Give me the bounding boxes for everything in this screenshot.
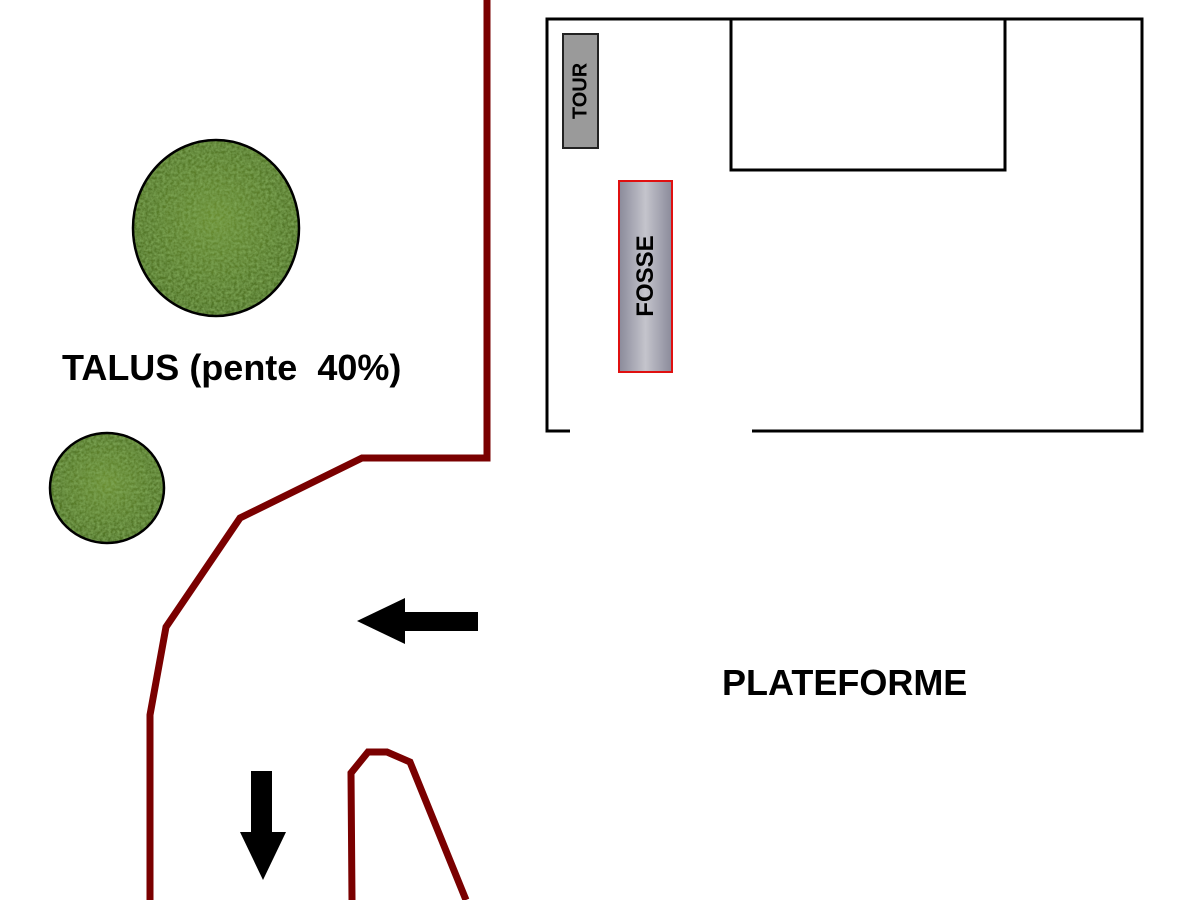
grass-circle-outline [131,138,301,318]
arrow-down-icon [240,771,286,880]
tree-large [131,138,301,318]
arrow-left-head [357,598,405,644]
arrow-left-shaft [398,612,478,631]
tour-label: TOUR [570,62,592,119]
talus-label: TALUS (pente 40%) [62,347,401,388]
plateforme-label: PLATEFORME [722,662,967,703]
fosse-element: FOSSE [618,180,673,373]
site-boundary [146,0,491,900]
fosse-pit [618,180,673,373]
grass-circle-icon [133,140,299,316]
tour-element: TOUR [562,33,599,149]
arrow-left-icon [357,598,478,644]
fosse-label: FOSSE [632,235,659,316]
inner-room [729,17,1007,172]
tree-small [48,431,166,545]
arrow-down-head [240,832,286,880]
arrow-down-shaft [251,771,272,838]
tour-box [562,33,599,149]
boundary-main [146,0,491,900]
grass-circle-outline [48,431,166,545]
grass-circle-icon [50,433,164,543]
boundary-island [347,748,470,900]
